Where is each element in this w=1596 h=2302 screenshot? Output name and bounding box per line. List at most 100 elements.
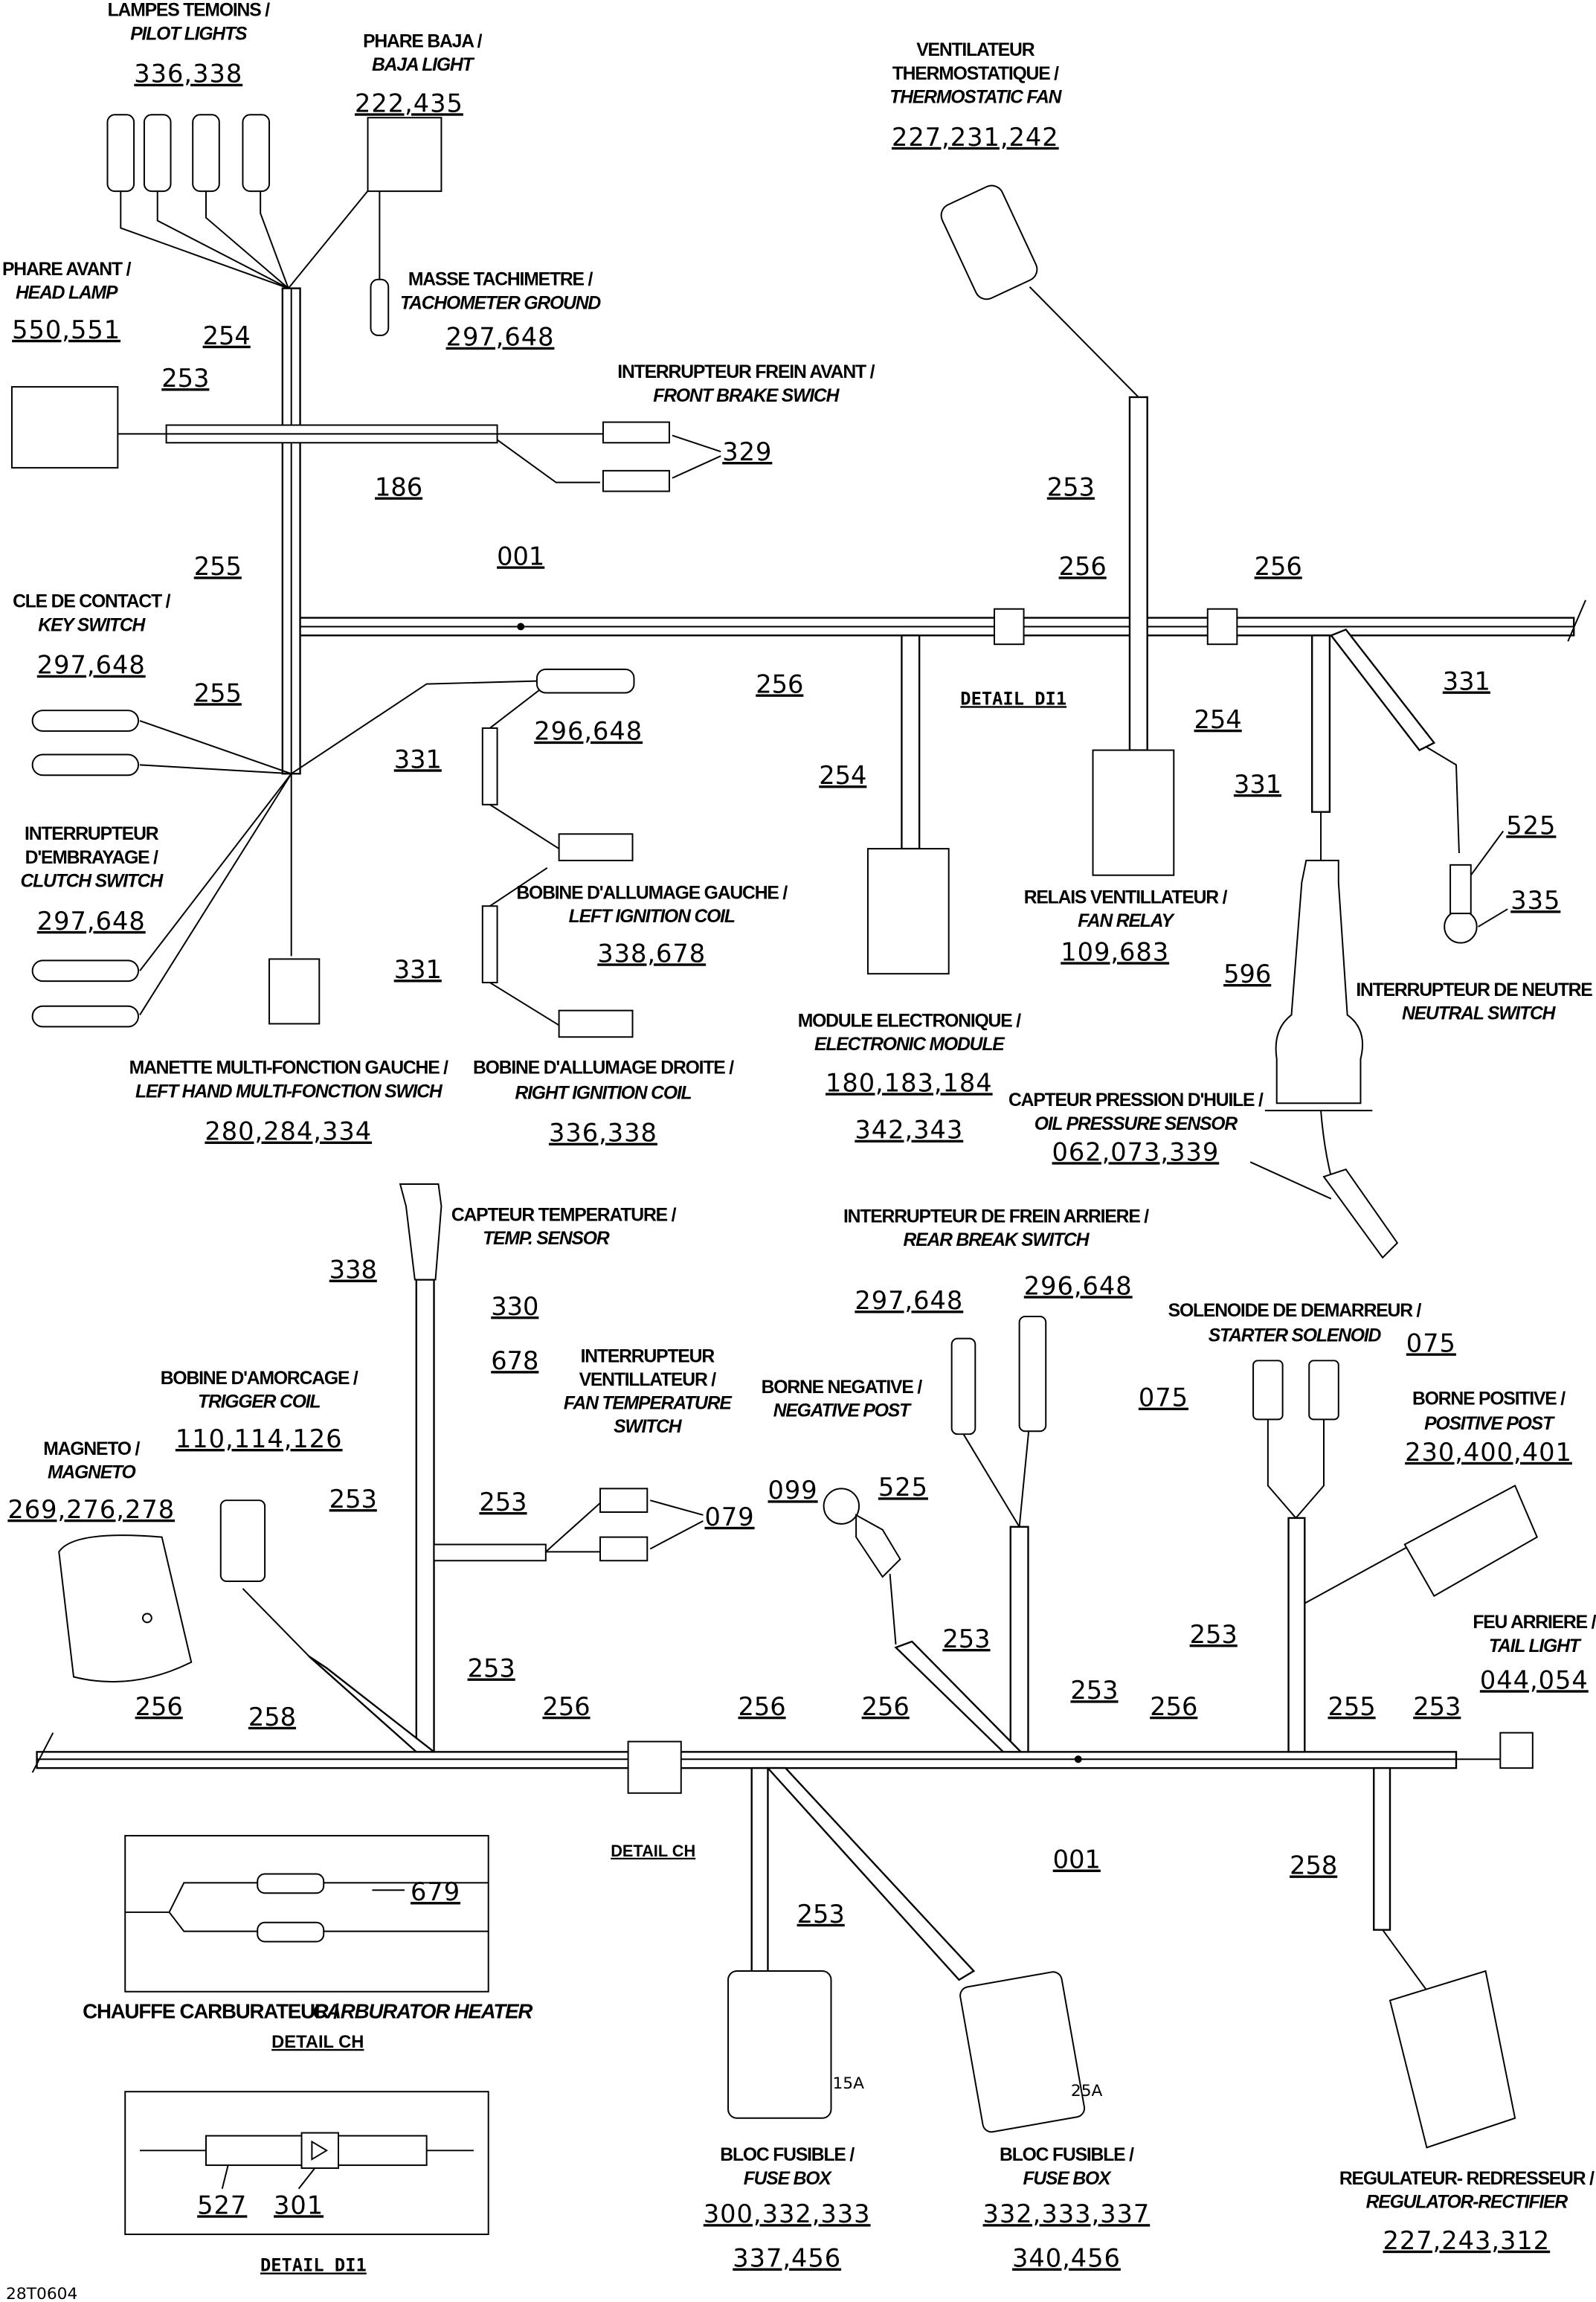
label-pilot-lights: LAMPES TEMOINS / PILOT LIGHTS 336,338: [108, 1, 271, 89]
label-text: PHARE BAJA /: [363, 31, 483, 51]
label-text: KEY SWITCH: [38, 615, 146, 635]
label-text: POSITIVE POST: [1424, 1414, 1555, 1434]
label-text: 253: [1413, 1692, 1461, 1721]
label-text: 525: [1506, 811, 1556, 840]
label-text: FEU ARRIERE /: [1473, 1613, 1596, 1633]
label-text: 332,333,337: [983, 2199, 1151, 2228]
label-text: MODULE ELECTRONIQUE /: [798, 1011, 1021, 1031]
label-text: THERMOSTATIQUE /: [892, 64, 1059, 84]
pilot-light-connectors: [106, 114, 271, 193]
label-text: INTERRUPTEUR DE FREIN ARRIERE /: [843, 1206, 1149, 1226]
label-text: 297,648: [446, 323, 555, 352]
label-baja-light: PHARE BAJA / BAJA LIGHT 222,435: [355, 31, 483, 118]
label-text: 329: [722, 437, 772, 466]
label-text: 253: [468, 1654, 515, 1683]
label-text: 300,332,333: [704, 2199, 871, 2228]
label-text: MAGNETO /: [43, 1439, 140, 1459]
label-text: 044,054: [1480, 1665, 1589, 1694]
label-text: TRIGGER COIL: [198, 1392, 320, 1412]
label-positive-post: BORNE POSITIVE / POSITIVE POST 230,400,4…: [1405, 1389, 1571, 1467]
label-text: NEUTRAL SWITCH: [1402, 1004, 1557, 1024]
label-text: 258: [248, 1703, 296, 1732]
label-text: RELAIS VENTILLATEUR /: [1024, 887, 1228, 907]
label-text: REGULATEUR- REDRESSEUR /: [1339, 2169, 1595, 2189]
label-fan-relay: RELAIS VENTILLATEUR / FAN RELAY 109,683: [1024, 887, 1229, 966]
detail-di1-ref-527: 527: [197, 2190, 247, 2219]
label-fuse-box-1: BLOC FUSIBLE / FUSE BOX 300,332,333 337,…: [704, 2145, 871, 2272]
label-text: 256: [1150, 1692, 1197, 1721]
label-text: 256: [738, 1692, 785, 1721]
label-text: 255: [194, 552, 242, 581]
label-text: 331: [1443, 667, 1490, 696]
label-text: 227,231,242: [892, 123, 1059, 152]
label-tachometer-ground: MASSE TACHIMETRE / TACHOMETER GROUND 297…: [400, 270, 602, 352]
label-text: 256: [862, 1692, 910, 1721]
label-text: CAPTEUR TEMPERATURE /: [451, 1205, 677, 1225]
label-text: MASSE TACHIMETRE /: [408, 270, 593, 290]
label-text: 338,678: [597, 939, 706, 968]
label-text: 335: [1510, 886, 1560, 915]
label-fuse-box-2: BLOC FUSIBLE / FUSE BOX 332,333,337 340,…: [983, 2145, 1151, 2272]
label-text: CAPTEUR PRESSION D'HUILE /: [1008, 1090, 1264, 1110]
label-text: THERMOSTATIC FAN: [889, 87, 1062, 107]
detail-di1-ref-301: 301: [274, 2190, 324, 2219]
label-trigger-coil: BOBINE D'AMORCAGE / TRIGGER COIL 110,114…: [161, 1369, 359, 1453]
label-text: 679: [411, 1877, 460, 1906]
fuse-rating-25a: 25A: [1071, 2082, 1103, 2100]
label-text: REAR BREAK SWITCH: [903, 1230, 1090, 1250]
label-text: 180,183,184: [826, 1068, 993, 1097]
label-text: RIGHT IGNITION COIL: [515, 1083, 691, 1103]
label-text: 062,073,339: [1052, 1137, 1220, 1166]
label-text: 079: [704, 1502, 754, 1531]
label-text: 297,648: [37, 651, 146, 680]
label-text: 296,648: [534, 717, 643, 746]
label-text: MAGNETO: [48, 1463, 136, 1483]
label-text: 336,338: [549, 1119, 657, 1148]
label-text: 331: [1234, 770, 1281, 799]
label-text: MANETTE MULTI-FONCTION GAUCHE /: [129, 1058, 449, 1078]
label-text: 256: [756, 669, 803, 698]
label-text: 253: [329, 1485, 377, 1514]
label-text: TEMP. SENSOR: [483, 1229, 610, 1249]
detail-labels: DETAIL DI1 DETAIL CH DETAIL DI1 527 301 …: [6, 688, 1066, 2302]
label-magneto: MAGNETO / MAGNETO 269,276,278: [7, 1439, 174, 1524]
label-text: 338: [329, 1256, 377, 1285]
label-text: INTERRUPTEUR FREIN AVANT /: [617, 362, 875, 382]
label-text: OIL PRESSURE SENSOR: [1034, 1114, 1238, 1134]
label-text: 550,551: [12, 315, 120, 344]
label-text: BAJA LIGHT: [372, 55, 475, 75]
label-text: SOLENOIDE DE DEMARREUR /: [1168, 1301, 1422, 1321]
label-text: D'EMBRAYAGE /: [25, 848, 159, 868]
label-text: 258: [1290, 1851, 1337, 1880]
label-regulator-rectifier: REGULATEUR- REDRESSEUR / REGULATOR-RECTI…: [1339, 2169, 1595, 2255]
label-text: SWITCH: [614, 1417, 683, 1437]
label-text: 254: [819, 761, 866, 790]
label-text: 109,683: [1061, 937, 1169, 966]
label-text: STARTER SOLENOID: [1209, 1326, 1382, 1346]
label-text: 110,114,126: [176, 1424, 343, 1453]
label-right-ignition-coil: BOBINE D'ALLUMAGE DROITE / RIGHT IGNITIO…: [473, 1058, 735, 1148]
label-text: FAN TEMPERATURE: [564, 1394, 733, 1414]
label-oil-pressure-sensor: CAPTEUR PRESSION D'HUILE / OIL PRESSURE …: [1008, 1090, 1332, 1200]
fuse-rating-15a: 15A: [832, 2074, 864, 2093]
label-text: 253: [1190, 1620, 1238, 1649]
label-text: BLOC FUSIBLE /: [1000, 2145, 1134, 2165]
label-text: BOBINE D'ALLUMAGE DROITE /: [473, 1058, 734, 1078]
label-text: 255: [1328, 1692, 1376, 1721]
label-text: 227,243,312: [1383, 2226, 1550, 2255]
label-fan-temperature-switch: INTERRUPTEUR VENTILLATEUR / FAN TEMPERAT…: [564, 1346, 754, 1550]
label-text: INTERRUPTEUR: [581, 1346, 715, 1366]
label-text: 254: [1194, 705, 1242, 734]
label-text: 075: [1406, 1328, 1456, 1357]
label-text: PHARE AVANT /: [2, 260, 132, 280]
label-text: CHAUFFE CARBURATEUR /: [83, 1999, 339, 2022]
label-text: NEGATIVE POST: [773, 1401, 912, 1421]
label-text: 280,284,334: [205, 1117, 372, 1146]
label-text: VENTILATEUR: [916, 40, 1034, 60]
label-text: CLUTCH SWITCH: [20, 872, 164, 892]
label-text: 253: [161, 364, 209, 393]
label-text: 330: [491, 1292, 538, 1321]
label-text: FAN RELAY: [1078, 911, 1175, 931]
label-text: 255: [194, 678, 242, 707]
